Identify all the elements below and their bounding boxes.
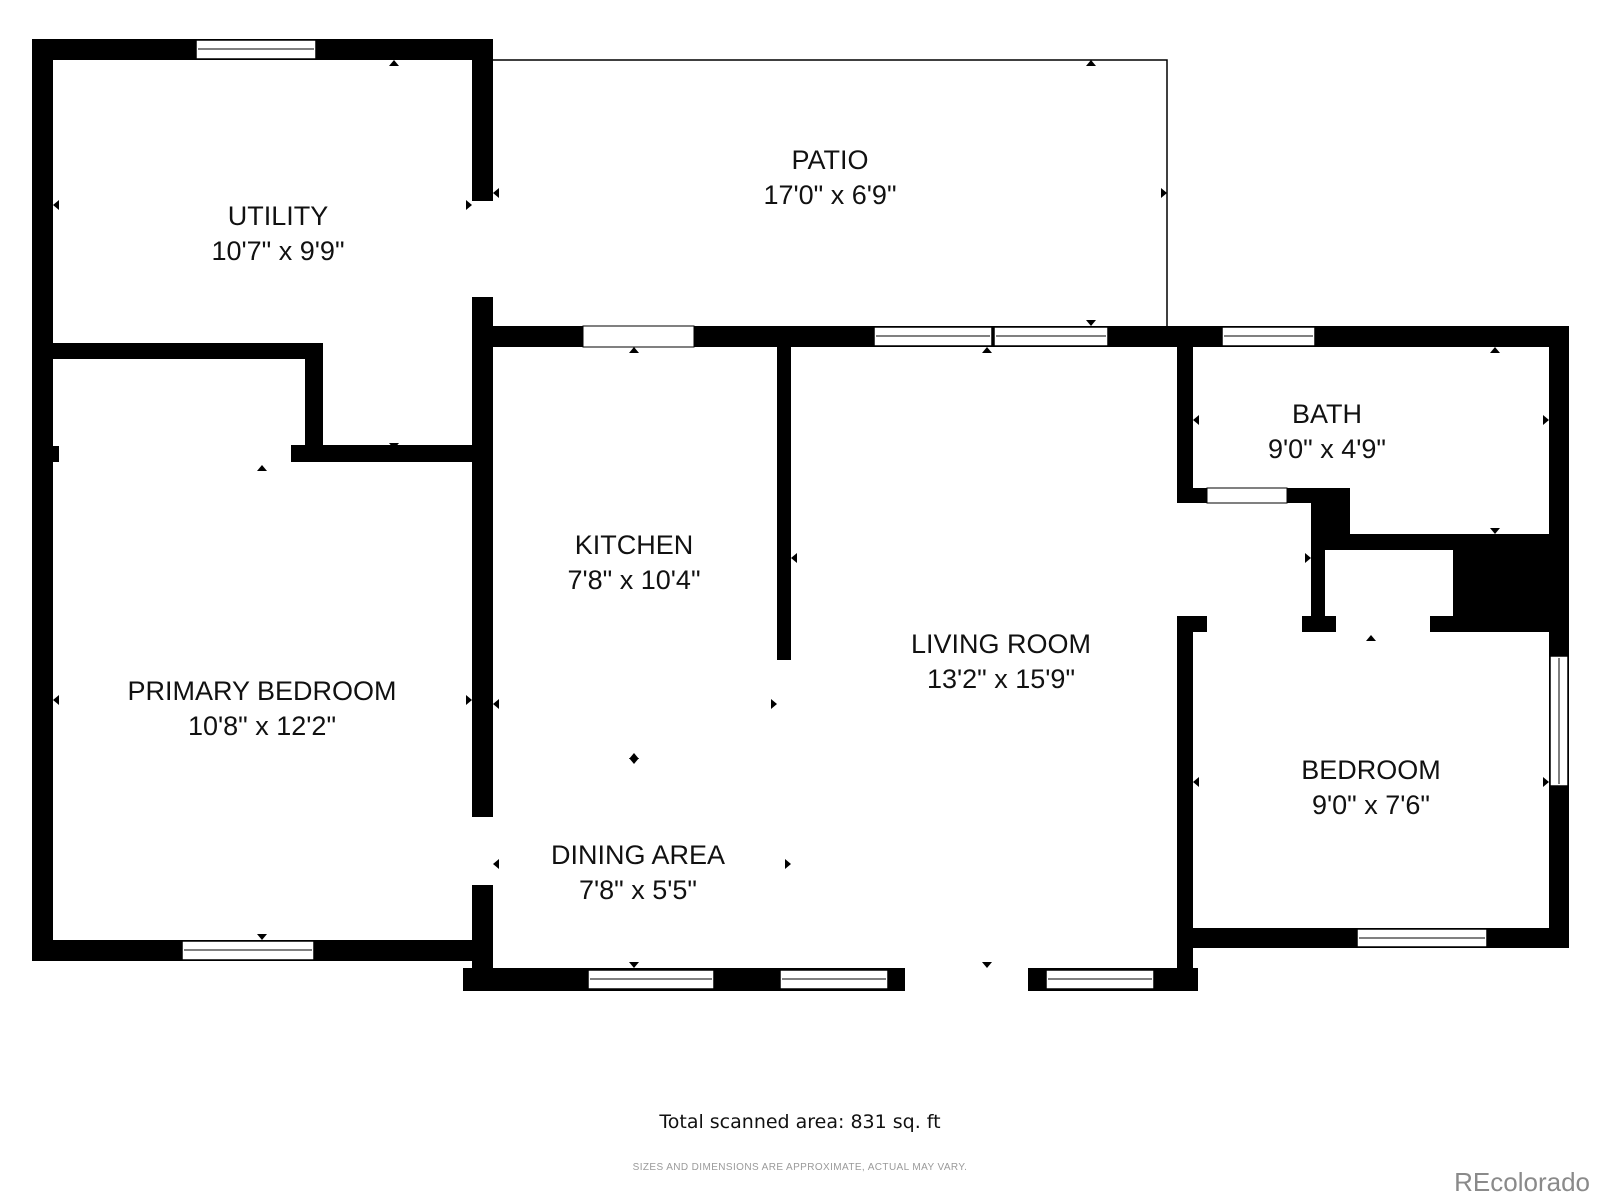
room-name: PATIO [791, 145, 868, 175]
total-area-text: Total scanned area: 831 sq. ft [658, 1111, 940, 1133]
room-label-kitchen: KITCHEN 7'8" x 10'4" [567, 530, 700, 595]
room-label-dining-area: DINING AREA 7'8" x 5'5" [551, 840, 725, 905]
room-size: 9'0" x 4'9" [1268, 434, 1386, 464]
room-label-bath: BATH 9'0" x 4'9" [1268, 399, 1386, 464]
room-label-utility: UTILITY 10'7" x 9'9" [211, 201, 344, 266]
room-name: DINING AREA [551, 840, 725, 870]
room-label-living-room: LIVING ROOM 13'2" x 15'9" [911, 629, 1091, 694]
brand-logo: REcolorado [1454, 1167, 1590, 1197]
room-size: 7'8" x 10'4" [567, 565, 700, 595]
room-size: 9'0" x 7'6" [1312, 790, 1430, 820]
room-name: PRIMARY BEDROOM [127, 676, 396, 706]
room-size: 13'2" x 15'9" [927, 664, 1075, 694]
patio-outline [493, 59, 1168, 328]
room-name: BEDROOM [1301, 755, 1441, 785]
room-size: 17'0" x 6'9" [763, 180, 896, 210]
room-size: 10'7" x 9'9" [211, 236, 344, 266]
measurement-arrows [53, 60, 1549, 968]
windows [181, 39, 1569, 990]
room-name: KITCHEN [575, 530, 694, 560]
room-label-primary-bedroom: PRIMARY BEDROOM 10'8" x 12'2" [127, 676, 396, 741]
room-name: LIVING ROOM [911, 629, 1091, 659]
room-size: 10'8" x 12'2" [188, 711, 336, 741]
room-size: 7'8" x 5'5" [579, 875, 697, 905]
openings [472, 201, 1430, 991]
room-name: UTILITY [228, 201, 329, 231]
room-label-bedroom: BEDROOM 9'0" x 7'6" [1301, 755, 1441, 820]
room-name: BATH [1292, 399, 1362, 429]
disclaimer-text: SIZES AND DIMENSIONS ARE APPROXIMATE, AC… [633, 1162, 968, 1173]
room-label-patio: PATIO 17'0" x 6'9" [763, 145, 896, 210]
